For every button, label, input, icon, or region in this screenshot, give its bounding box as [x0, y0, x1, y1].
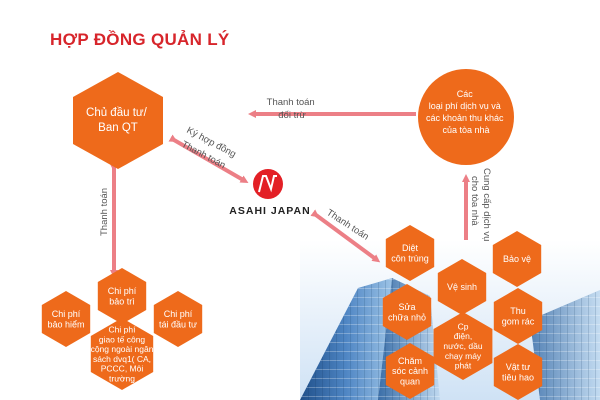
company-name: ASAHI JAPAN	[229, 205, 310, 217]
service-hexagon-shape	[493, 344, 543, 400]
service-hexagon-shape	[385, 343, 435, 399]
service-hexagon-shape	[437, 259, 487, 315]
fees-label: Các	[457, 89, 474, 99]
service-hexagon-shape	[493, 288, 543, 344]
flow-arrows	[110, 110, 470, 278]
cost-hexagon-shape	[41, 291, 91, 347]
service-hexagon-label: Bảo vệ	[503, 254, 531, 264]
service-hexagon-shape	[433, 312, 493, 380]
cost-hexagon-shape	[97, 268, 147, 324]
label-provide-services: Cung cấp dịch vụ cho tòa nhà	[469, 168, 492, 244]
company-node: ASAHI JAPAN	[229, 169, 310, 217]
svg-text:Chủ đầu tư/ Ban QT: Chủ đầu tư/ Ban QT	[86, 107, 150, 134]
svg-text:Các loại phí dịch vụ và: Các loại phí dịch vụ và các khoản thu kh…	[426, 89, 506, 135]
label-pay-owner-costs: Thanh toán	[99, 188, 110, 236]
arrow-company-services	[310, 209, 381, 263]
owner-node: Chủ đầu tư/ Ban QT	[73, 72, 163, 169]
page-title: HỢP ĐỒNG QUẢN LÝ	[50, 30, 230, 49]
cost-hexagon-shape	[153, 291, 203, 347]
label-offset-payment: Thanh toán đối trừ	[267, 97, 318, 121]
service-hexagon-1: Bảo vệ	[492, 231, 542, 287]
service-hexagon-label: Vệ sinh	[447, 282, 477, 292]
fees-node: Các loại phí dịch vụ và các khoản thu kh…	[418, 69, 514, 165]
service-hexagon-shape	[492, 231, 542, 287]
company-logo-icon	[253, 169, 283, 199]
cost-hexagon-shape	[90, 318, 154, 390]
service-hexagon-2: Vệ sinh	[437, 259, 487, 315]
service-hexagon-shape	[385, 225, 435, 281]
service-hexagon-shape	[382, 284, 432, 340]
owner-label: Chủ đầu tư/	[86, 107, 148, 119]
arrow-owner-company	[168, 134, 249, 184]
